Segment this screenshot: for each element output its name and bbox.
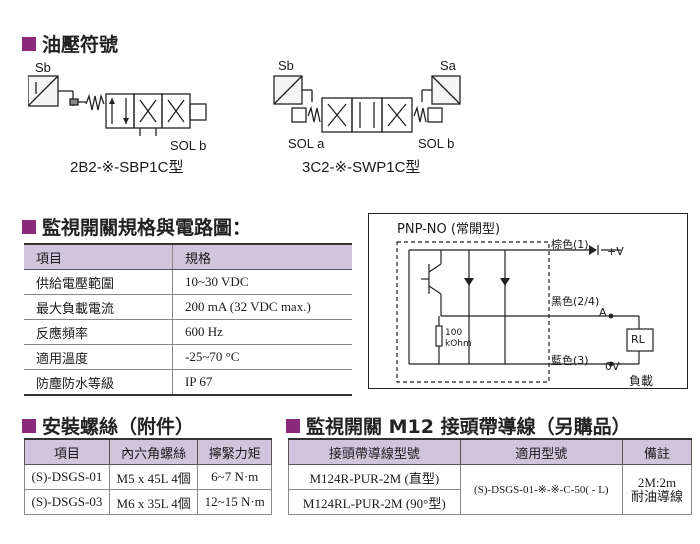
sol-a-label-right: SOL a (288, 136, 325, 151)
section-title-text: 監視開關 M12 接頭帶導線（另購品） (306, 416, 631, 438)
table-header-cell: 接頭帶導線型號 (288, 438, 461, 465)
table-cell: 600 Hz (172, 319, 352, 345)
table-cell: 最大負載電流 (24, 294, 173, 320)
symbol-caption-left: 2B2-※-SBP1C型 (70, 159, 184, 176)
zero-v-label: 0V (605, 360, 620, 373)
table-cell: 防塵防水等級 (24, 369, 173, 396)
table-cell: 供給電壓範圍 (24, 269, 173, 295)
table-header-row: 接頭帶導線型號 適用型號 備註 (288, 438, 693, 465)
section-title-mount-screw: 安裝螺絲（附件） (22, 412, 194, 439)
symbol-caption-right: 3C2-※-SWP1C型 (302, 159, 421, 176)
section-marker-icon (22, 219, 36, 234)
a-label: A (599, 306, 607, 319)
table-cell: 反應頻率 (24, 319, 173, 345)
table-cell: M5 x 45L 4個 (108, 464, 199, 490)
valve-symbol-right (273, 75, 461, 133)
table-cell: 200 mA (32 VDC max.) (172, 294, 352, 320)
section-marker-icon (22, 418, 36, 433)
table-header-cell: 適用型號 (459, 438, 623, 465)
table-header-cell: 備註 (621, 438, 693, 465)
load-rl-label: RL (631, 333, 645, 346)
table-row: 適用溫度-25~70 °C (24, 344, 352, 370)
sb-label-right: Sb (278, 58, 294, 73)
note-cell: 2M:2m 耐油導線 (621, 464, 693, 515)
section-title-text: 油壓符號 (42, 34, 119, 56)
wire-blue-label: 藍色(3) (551, 354, 589, 367)
section-title-text: 監視開關規格與電路圖： (42, 217, 252, 239)
table-cell: IP 67 (172, 369, 352, 396)
table-header-cell: 內六角螺絲 (108, 438, 199, 465)
sa-label-right: Sa (440, 58, 456, 73)
wire-brown-label: 棕色(1) (551, 238, 589, 251)
section-title-cable: 監視開關 M12 接頭帶導線（另購品） (286, 412, 631, 439)
table-cell: 適用溫度 (24, 344, 173, 370)
table-row: M124RL-PUR-2M (90°型) (288, 489, 692, 515)
cable-table: 接頭帶導線型號 適用型號 備註 M124R-PUR-2M (直型) (S)-DS… (288, 438, 693, 515)
section-marker-icon (22, 36, 36, 51)
circuit-schematic (396, 241, 654, 383)
table-cell: M124RL-PUR-2M (90°型) (288, 489, 461, 515)
table-header-cell: 擰緊力矩 (197, 438, 272, 465)
sol-b-label-right: SOL b (418, 136, 455, 151)
table-cell: (S)-DSGS-01 (24, 464, 110, 490)
section-title-text: 安裝螺絲（附件） (42, 416, 195, 438)
table-header-row: 項目 規格 (24, 243, 352, 270)
applicable-model-cell: (S)-DSGS-01-※-※-C-50( - L) (459, 464, 623, 515)
table-header-cell: 項目 (24, 243, 173, 270)
table-cell: 6~7 N·m (197, 464, 272, 490)
wire-black-label: 黑色(2/4) (551, 295, 600, 308)
section-title-hydraulic: 油壓符號 (22, 30, 118, 57)
valve-symbol-left (28, 75, 207, 136)
circuit-diagram: PNP-NO (常開型) 棕色 (368, 213, 688, 389)
table-cell: M6 x 35L 4個 (108, 489, 199, 515)
load-label: 負載 (629, 374, 654, 388)
table-header-cell: 項目 (24, 438, 110, 465)
section-title-switch-spec: 監視開關規格與電路圖： (22, 213, 251, 240)
section-marker-icon (286, 418, 300, 433)
table-row: M124R-PUR-2M (直型) (S)-DSGS-01-※-※-C-50( … (288, 464, 693, 515)
v-plus-label: +V (607, 245, 624, 258)
table-cell: -25~70 °C (172, 344, 352, 370)
table-cell: 12~15 N·m (197, 489, 272, 515)
circuit-title: PNP-NO (常開型) (397, 222, 501, 237)
table-header-cell: 規格 (172, 243, 352, 270)
table-cell: (S)-DSGS-03 (24, 489, 110, 515)
table-header-row: 項目 內六角螺絲 擰緊力矩 (24, 438, 272, 465)
sb-label-left: Sb (35, 60, 51, 75)
resistor-label: 100 kOhm (445, 328, 472, 349)
sol-b-label-left: SOL b (170, 138, 207, 153)
table-cell: 10~30 VDC (172, 269, 352, 295)
table-cell: M124R-PUR-2M (直型) (288, 464, 461, 490)
